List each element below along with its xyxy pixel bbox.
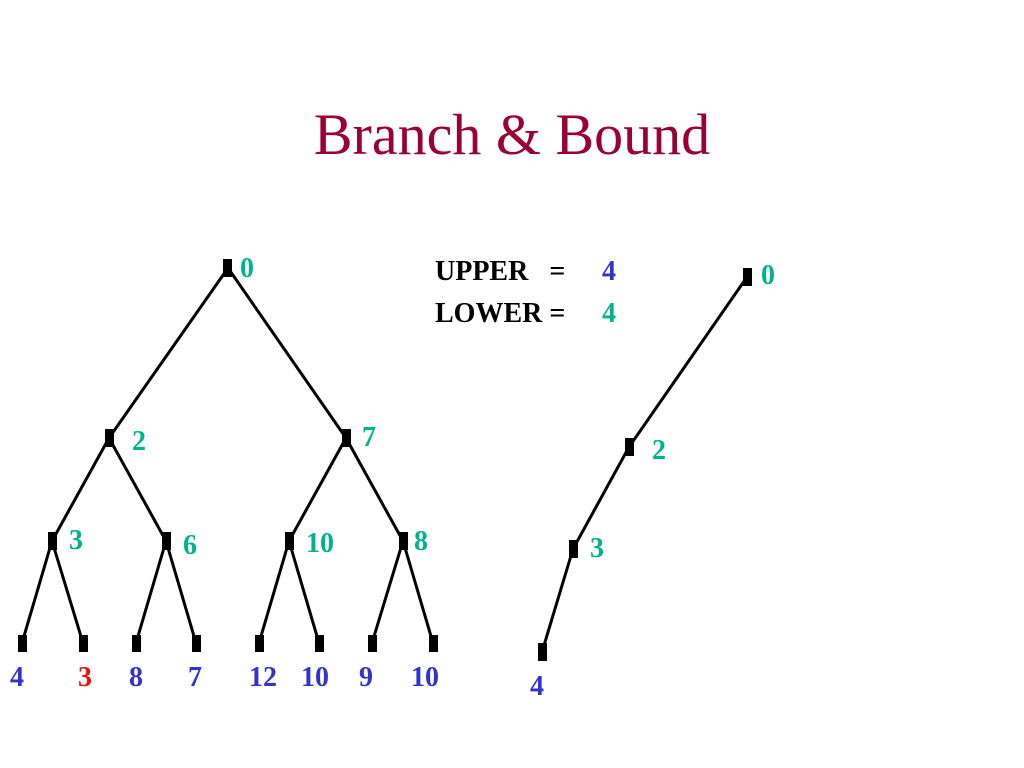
lower-bound-label: LOWER = bbox=[435, 298, 565, 329]
leaf-label-4: 7 bbox=[188, 662, 202, 693]
edge-l2b-to-leaf4 bbox=[164, 540, 198, 644]
node-label-root: 0 bbox=[240, 253, 254, 284]
full-tree-nodes bbox=[18, 259, 438, 652]
path-edge-1 bbox=[627, 276, 749, 448]
path-label-2: 2 bbox=[652, 435, 666, 466]
edge-l2b-to-leaf3 bbox=[134, 540, 168, 644]
tree-leaf-node-2 bbox=[79, 635, 88, 652]
leaf-label-6: 10 bbox=[301, 662, 329, 693]
tree-leaf-node-1 bbox=[18, 635, 27, 652]
edge-l1b-to-l2c bbox=[287, 437, 348, 542]
lower-bound-line: LOWER = 4 bbox=[435, 298, 616, 329]
edge-l2d-to-leaf8 bbox=[401, 540, 435, 644]
path-tree-nodes bbox=[538, 268, 752, 661]
tree-node-root bbox=[223, 259, 232, 277]
tree-leaf-node-3 bbox=[132, 635, 141, 652]
leaf-label-2-best: 3 bbox=[78, 662, 92, 693]
node-label-l2d: 8 bbox=[414, 526, 428, 557]
tree-node-l2c bbox=[285, 532, 294, 550]
node-label-l2c: 10 bbox=[306, 528, 334, 559]
path-tree-edges bbox=[540, 276, 749, 653]
node-label-l1a: 2 bbox=[132, 426, 146, 457]
edge-l2c-to-leaf6 bbox=[287, 540, 321, 644]
path-edge-3 bbox=[540, 548, 575, 653]
lower-bound-value: 4 bbox=[602, 298, 616, 329]
tree-leaf-node-4 bbox=[192, 635, 201, 652]
edge-l2c-to-leaf5 bbox=[257, 540, 291, 644]
path-tree-labels: 0 2 3 4 bbox=[530, 260, 775, 702]
leaf-label-7: 9 bbox=[359, 662, 373, 693]
edge-l1a-to-l2b bbox=[107, 437, 168, 542]
tree-node-l2a bbox=[48, 532, 57, 550]
path-node-root bbox=[743, 268, 752, 286]
leaf-label-3: 8 bbox=[129, 662, 143, 693]
path-node-leaf bbox=[538, 643, 547, 661]
tree-node-l2b bbox=[162, 532, 171, 550]
leaf-label-5: 12 bbox=[249, 662, 277, 693]
bounds-panel: UPPER = 4 LOWER = 4 bbox=[435, 256, 616, 329]
path-node-3 bbox=[569, 540, 578, 558]
full-tree-edges bbox=[20, 267, 435, 644]
page-title: Branch & Bound bbox=[313, 102, 711, 167]
edge-l2a-to-leaf1 bbox=[20, 540, 54, 644]
leaf-label-8: 10 bbox=[411, 662, 439, 693]
edge-l2a-to-leaf2 bbox=[50, 540, 85, 644]
path-label-root: 0 bbox=[761, 260, 775, 291]
upper-bound-line: UPPER = 4 bbox=[435, 256, 616, 287]
edge-l2d-to-leaf7 bbox=[370, 540, 405, 644]
path-edge-2 bbox=[571, 446, 631, 550]
tree-node-l2d bbox=[399, 532, 408, 550]
upper-bound-value: 4 bbox=[602, 256, 616, 287]
tree-leaf-node-6 bbox=[315, 635, 324, 652]
node-label-l2a: 3 bbox=[69, 525, 83, 556]
node-label-l2b: 6 bbox=[183, 530, 197, 561]
edge-l1b-to-l2d bbox=[344, 437, 405, 542]
edge-root-to-left bbox=[107, 267, 230, 439]
tree-leaf-node-8 bbox=[429, 635, 438, 652]
tree-leaf-node-7 bbox=[368, 635, 377, 652]
path-node-2 bbox=[625, 438, 634, 456]
tree-leaf-node-5 bbox=[255, 635, 264, 652]
node-label-l1b: 7 bbox=[362, 422, 376, 453]
edge-l1a-to-l2a bbox=[50, 437, 111, 542]
leaf-label-1: 4 bbox=[10, 662, 24, 693]
full-tree-labels: 0 2 7 3 6 10 8 4 3 8 7 12 10 9 10 bbox=[10, 253, 439, 693]
tree-node-l1a bbox=[105, 429, 114, 447]
upper-bound-label: UPPER = bbox=[435, 256, 565, 287]
path-label-leaf: 4 bbox=[530, 671, 544, 702]
edge-root-to-right bbox=[226, 267, 348, 439]
path-label-3: 3 bbox=[590, 533, 604, 564]
tree-node-l1b bbox=[342, 429, 351, 447]
